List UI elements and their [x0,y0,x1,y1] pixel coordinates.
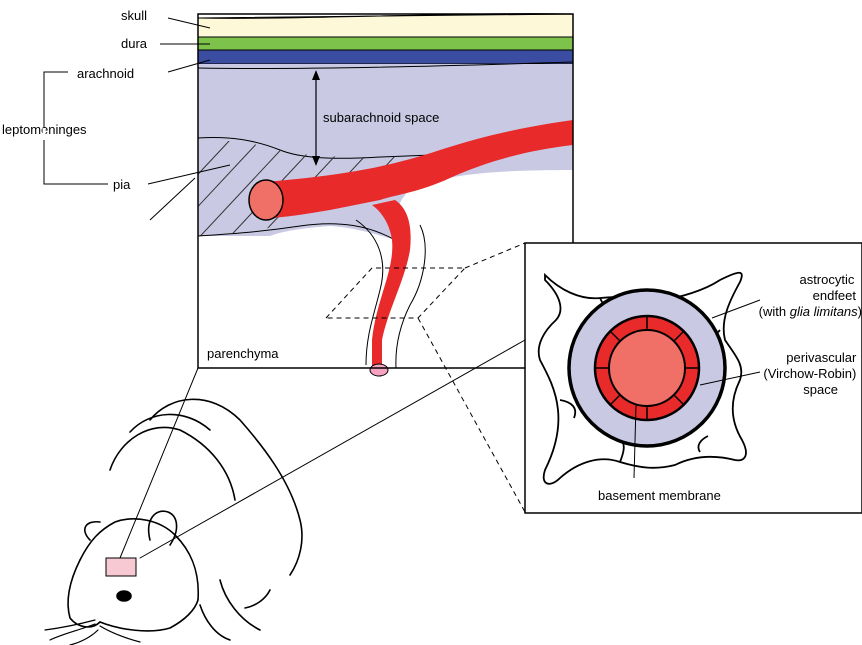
arachnoid-layer [198,50,573,64]
zoom-line-right [140,340,525,558]
parenchyma-label: parenchyma [207,346,279,361]
artery-cross-section-end [249,180,283,220]
skull-label: skull [121,8,147,23]
mouse-illustration [45,340,525,645]
skull-layer [198,14,573,37]
perivascular-inset: astrocytic endfeet (with glia limitans) … [525,243,862,513]
penetrating-artery-end [370,364,388,376]
arachnoid-label: arachnoid [77,66,134,81]
zoom-line-left [120,368,198,558]
dura-label: dura [121,36,148,51]
subarachnoid-space-label: subarachnoid space [323,110,439,125]
glia-limitans-label: (with glia limitans) [759,304,862,319]
vessel-lumen [609,330,685,406]
pia-label: pia [113,177,131,192]
left-labels: skull dura arachnoid leptomeninges pia [2,8,230,220]
dura-layer [198,37,573,50]
zoom-dashed-lines [326,243,525,512]
mouse-head-window [106,558,136,576]
basement-membrane-label: basement membrane [598,488,721,503]
meninges-panel: subarachnoid space parenchyma [90,14,573,512]
